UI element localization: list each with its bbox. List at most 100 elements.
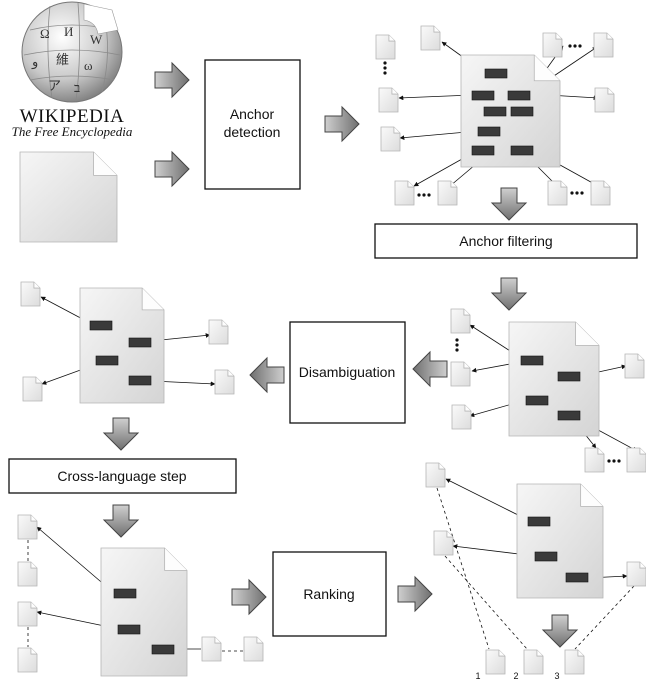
anchor-mark	[510, 106, 534, 117]
document-icon-large	[460, 54, 561, 168]
flow-arrow-right	[231, 578, 267, 616]
anchor-mark	[510, 145, 534, 156]
document-icon	[547, 180, 568, 206]
anchor-mark	[484, 68, 508, 79]
step-cross-language: Cross-language step	[8, 458, 237, 494]
link-arrow	[445, 478, 529, 521]
disambiguation-label: Disambiguation	[299, 364, 396, 380]
flow-arrow-down	[490, 277, 528, 311]
flow-arrow-right	[154, 61, 190, 99]
flow-arrow-left	[249, 356, 285, 394]
document-icon	[584, 447, 605, 473]
document-icon	[17, 647, 38, 673]
anchor-mark	[507, 90, 531, 101]
anchor-mark	[557, 410, 581, 421]
missing-piece	[83, 3, 119, 35]
cross-language-box	[8, 458, 237, 494]
document-icon-large	[19, 151, 118, 243]
document-icon	[437, 180, 458, 206]
document-icon	[593, 32, 614, 58]
document-icon	[17, 601, 38, 627]
anchor-mark	[483, 106, 507, 117]
anchor-mark	[525, 395, 549, 406]
document-icon-large	[100, 547, 188, 677]
anchors	[89, 68, 589, 655]
document-icon	[624, 353, 645, 379]
document-icon	[425, 462, 446, 488]
document-icon	[594, 87, 615, 113]
svg-text:ア: ア	[48, 78, 61, 93]
ellipsis-dot	[417, 193, 421, 197]
anchor-detection-label-line2: detection	[224, 124, 281, 140]
ellipsis-dot	[617, 459, 621, 463]
document-icon	[394, 180, 415, 206]
logo-tagline: The Free Encyclopedia	[12, 124, 133, 139]
document-icon	[201, 636, 222, 662]
document-icon	[450, 361, 471, 387]
ellipsis-dot	[383, 71, 387, 75]
dashed-link	[436, 487, 490, 650]
anchor-mark	[95, 355, 119, 366]
anchor-mark	[520, 355, 544, 366]
flow-arrow-down	[102, 417, 140, 451]
rank-label-2: 2	[513, 671, 518, 681]
document-icon	[626, 561, 646, 587]
ellipsis-dot	[573, 44, 577, 48]
document-icon	[378, 87, 399, 113]
document-icon	[208, 319, 229, 345]
step-anchor-detection: Anchor detection	[204, 59, 301, 190]
document-icon	[564, 649, 585, 675]
flow-arrows	[102, 61, 579, 648]
documents	[17, 25, 646, 677]
ellipsis-dot	[427, 193, 431, 197]
document-icon	[450, 308, 471, 334]
flow-arrow-down	[102, 504, 140, 538]
cross-language-label: Cross-language step	[57, 468, 186, 484]
ellipsis-dot	[570, 191, 574, 195]
ellipsis-dot	[578, 44, 582, 48]
svg-text:ω: ω	[84, 58, 93, 73]
anchor-filtering-box	[374, 223, 638, 259]
document-icon	[590, 180, 611, 206]
anchor-mark	[117, 624, 141, 635]
anchor-mark	[471, 145, 495, 156]
anchor-mark	[89, 320, 113, 331]
ellipsis-dot	[612, 459, 616, 463]
document-icon	[626, 447, 646, 473]
ranking-label: Ranking	[303, 586, 354, 602]
link-arrow	[398, 94, 473, 101]
anchor-mark	[471, 90, 495, 101]
svg-text:W: W	[90, 32, 103, 47]
step-disambiguation: Disambiguation	[289, 321, 406, 424]
anchor-mark	[477, 126, 501, 137]
anchor-mark	[527, 516, 551, 527]
document-icon	[542, 32, 563, 58]
anchor-mark	[113, 588, 137, 599]
disambiguation-box	[289, 321, 406, 424]
rank-label-1: 1	[475, 671, 480, 681]
document-icon	[420, 25, 441, 51]
document-icon	[380, 126, 401, 152]
ellipsis-dot	[383, 66, 387, 70]
document-icon	[22, 376, 43, 402]
ellipsis-dot	[575, 191, 579, 195]
document-icon	[17, 514, 38, 540]
flow-arrow-down	[490, 187, 528, 221]
puzzle-seams	[23, 2, 121, 102]
ellipsis-dot	[607, 459, 611, 463]
document-icon	[433, 530, 454, 556]
svg-text:И: И	[64, 24, 73, 39]
rank-label-3: 3	[554, 671, 559, 681]
document-icon	[451, 404, 472, 430]
ellipsis-dot	[455, 343, 459, 347]
flow-arrow-right	[154, 150, 190, 188]
document-icon-large	[516, 483, 604, 599]
svg-text:維: 維	[56, 52, 69, 67]
ellipsis-dot	[455, 338, 459, 342]
document-icon	[375, 34, 396, 60]
document-icon	[243, 636, 264, 662]
ellipsis-dot	[455, 348, 459, 352]
